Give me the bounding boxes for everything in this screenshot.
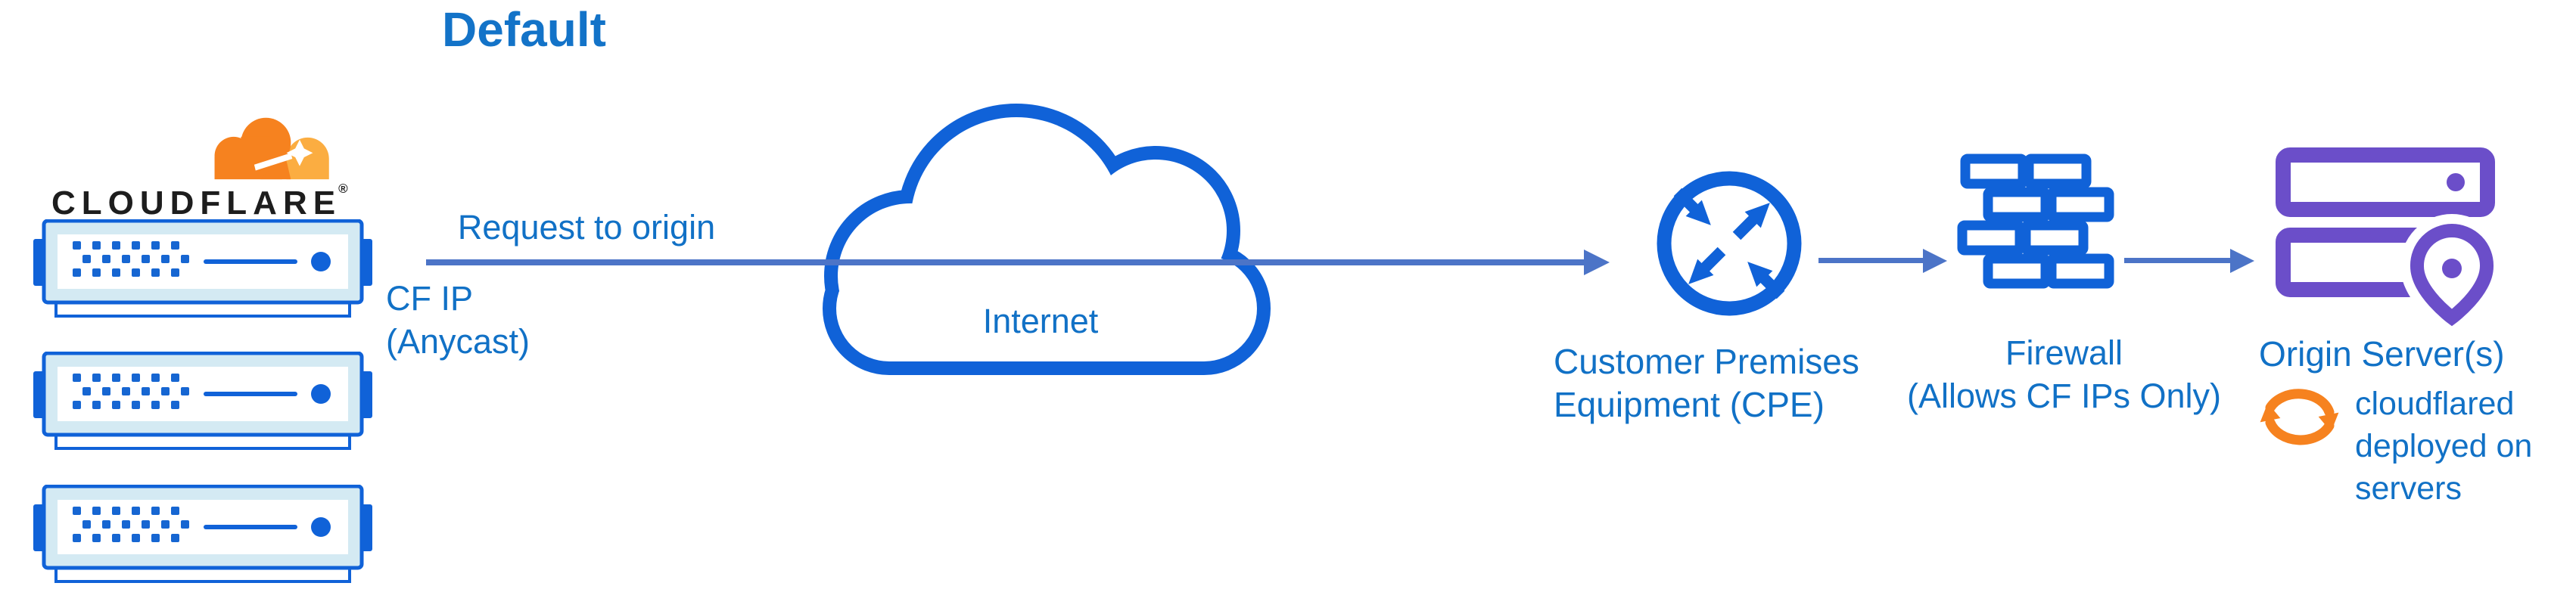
firewall-label-line1: Firewall bbox=[2005, 333, 2123, 372]
registered-mark: ® bbox=[338, 181, 348, 196]
rack-server-icon bbox=[33, 485, 372, 586]
request-arrow-head bbox=[1584, 250, 1610, 275]
cpe-label-line1: Customer Premises bbox=[1554, 342, 1859, 381]
firewall-to-origin-arrow-shaft bbox=[2124, 258, 2230, 263]
cloudflare-wordmark: CLOUDFLARE® bbox=[51, 181, 348, 222]
cf-ip-line2: (Anycast) bbox=[386, 322, 530, 361]
request-to-origin-label: Request to origin bbox=[457, 208, 716, 247]
origin-server-location-icon bbox=[2276, 147, 2501, 333]
cloudflare-wordmark-text: CLOUDFLARE bbox=[51, 185, 342, 222]
cf-ip-line1: CF IP bbox=[386, 279, 474, 318]
firewall-to-origin-arrow-head bbox=[2230, 249, 2254, 273]
rack-server-icon bbox=[33, 352, 372, 453]
firewall-label: Firewall (Allows CF IPs Only) bbox=[1892, 331, 2236, 417]
cloudflare-cloud-logo-icon bbox=[214, 117, 329, 180]
request-arrow-shaft bbox=[426, 259, 1584, 265]
cpe-label: Customer Premises Equipment (CPE) bbox=[1554, 340, 1859, 426]
internet-label: Internet bbox=[982, 302, 1099, 340]
cpe-to-firewall-arrow-shaft bbox=[1818, 258, 1923, 263]
cloudflared-note-line2: deployed on bbox=[2355, 428, 2533, 464]
cloudflared-note-line1: cloudflared bbox=[2355, 386, 2515, 422]
brick-wall-icon bbox=[1957, 154, 2114, 289]
cpe-to-firewall-arrow-head bbox=[1923, 249, 1947, 273]
cloudflared-note-line3: servers bbox=[2355, 470, 2462, 507]
logo-light-lobe bbox=[286, 137, 329, 180]
origin-servers-label: Origin Server(s) bbox=[2259, 334, 2505, 374]
cloud-outline-icon bbox=[823, 104, 1271, 375]
cpe-label-line2: Equipment (CPE) bbox=[1554, 385, 1825, 424]
cf-ip-anycast-label: CF IP (Anycast) bbox=[386, 277, 530, 363]
firewall-label-line2: (Allows CF IPs Only) bbox=[1906, 377, 2222, 415]
sync-arrows-icon bbox=[2254, 389, 2345, 445]
rack-server-icon bbox=[33, 219, 372, 321]
router-arrows-icon bbox=[1657, 171, 1802, 316]
cloudflared-note: cloudflared deployed on servers bbox=[2355, 383, 2532, 510]
diagram-title: Default bbox=[442, 2, 606, 57]
